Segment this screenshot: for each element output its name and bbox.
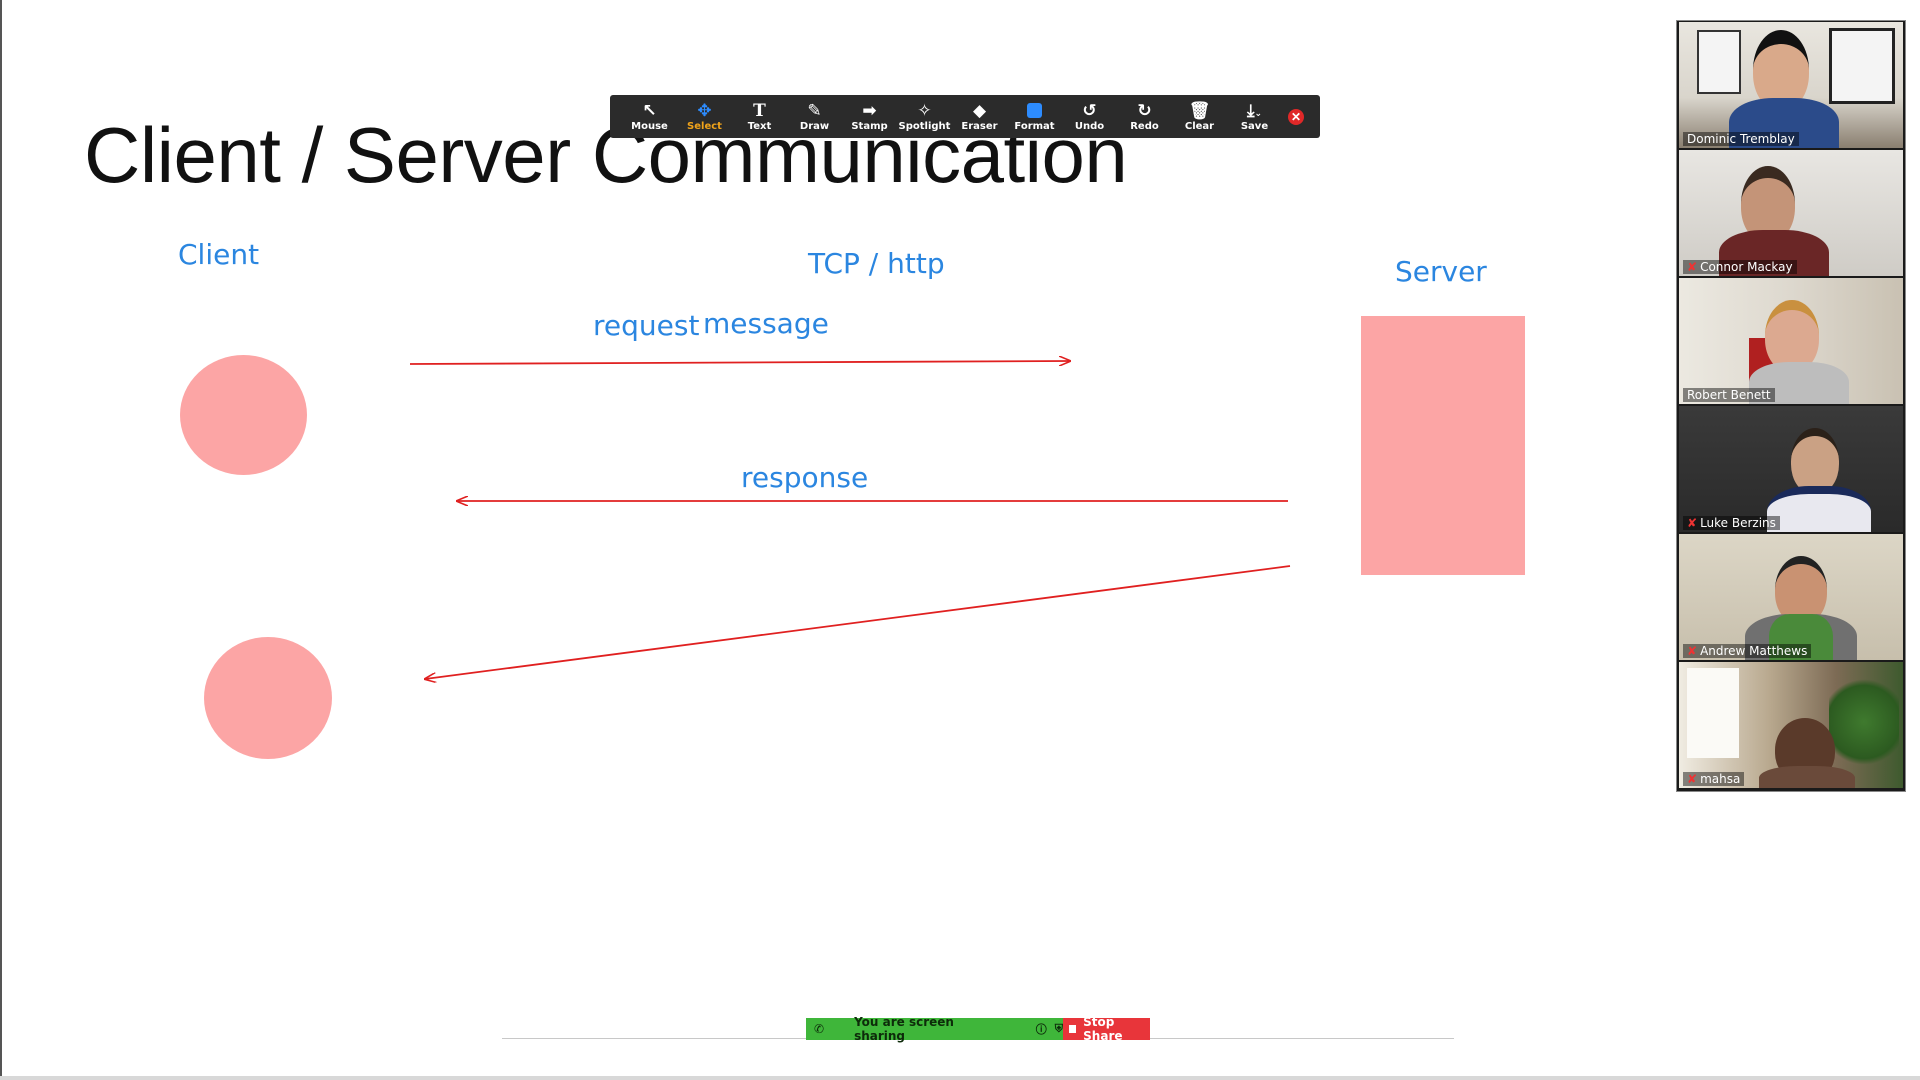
tool-redo[interactable]: ↻ Redo	[1117, 95, 1172, 138]
muted-mic-icon: ✘	[1687, 516, 1698, 530]
undo-icon: ↺	[1082, 101, 1097, 121]
tool-label: Mouse	[631, 121, 668, 132]
stop-share-label: Stop Share	[1083, 1015, 1123, 1043]
request-label: request	[593, 309, 700, 342]
participant-tile[interactable]: ✘Luke Berzins	[1679, 406, 1903, 532]
video-feed	[1679, 662, 1903, 788]
tool-spotlight[interactable]: ✧ Spotlight	[897, 95, 952, 138]
format-swatch-icon	[1027, 103, 1042, 118]
tool-label: Text	[747, 121, 772, 132]
tool-label: Redo	[1130, 121, 1159, 132]
participant-tile[interactable]: Robert Benett	[1679, 278, 1903, 404]
request-arrow	[409, 361, 1070, 364]
close-icon[interactable]: ✕	[1288, 108, 1304, 125]
participant-tile[interactable]: Dominic Tremblay	[1679, 22, 1903, 148]
redo-icon: ↻	[1137, 101, 1152, 121]
tool-save[interactable]: ⤓⌄ Save	[1227, 95, 1282, 138]
second-response-arrow	[425, 565, 1291, 679]
screen-share-bar: ✆ You are screen sharing ⓘ ⛨ Stop Share	[806, 1015, 1150, 1043]
tool-draw[interactable]: ✎ Draw	[787, 95, 842, 138]
window-left-edge	[0, 0, 2, 1080]
protocol-label: TCP / http	[808, 247, 945, 280]
participant-name: ✘Connor Mackay	[1683, 260, 1797, 274]
tool-format[interactable]: Format	[1007, 95, 1062, 138]
shield-icon[interactable]: ⛨	[1054, 1022, 1063, 1035]
eraser-icon: ◆	[972, 101, 987, 121]
muted-mic-icon: ✘	[1687, 772, 1698, 786]
save-icon: ⤓⌄	[1246, 101, 1263, 121]
muted-mic-icon: ✘	[1687, 260, 1698, 274]
video-feed	[1679, 406, 1903, 532]
window-bottom-edge	[0, 1076, 1920, 1080]
share-status-text: You are screen sharing	[854, 1015, 954, 1043]
tool-label: Select	[687, 121, 722, 132]
phone-icon: ✆	[814, 1022, 825, 1036]
response-label: response	[741, 461, 869, 494]
video-feed	[1679, 150, 1903, 276]
video-feed	[1679, 534, 1903, 660]
message-label: message	[703, 307, 829, 340]
client-circle-second	[204, 637, 332, 759]
stop-share-button[interactable]: Stop Share	[1063, 1015, 1150, 1043]
muted-mic-icon: ✘	[1687, 644, 1698, 658]
client-label: Client	[178, 238, 260, 271]
participant-name: ✘Luke Berzins	[1683, 516, 1780, 530]
tool-eraser[interactable]: ◆ Eraser	[952, 95, 1007, 138]
tool-mouse[interactable]: ↖ Mouse	[622, 95, 677, 138]
video-feed	[1679, 22, 1903, 148]
server-label: Server	[1395, 255, 1487, 288]
tool-label: Undo	[1074, 121, 1105, 132]
tool-label: Spotlight	[898, 121, 951, 132]
participant-tile[interactable]: ✘Andrew Matthews	[1679, 534, 1903, 660]
tool-label: Stamp	[851, 121, 888, 132]
annotation-toolbar: ↖ Mouse ✥ Select T Text ✎ Draw ➡ Stamp ✧…	[610, 95, 1320, 138]
pencil-icon: ✎	[807, 101, 822, 121]
tool-label: Eraser	[961, 121, 998, 132]
tool-undo[interactable]: ↺ Undo	[1062, 95, 1117, 138]
client-circle	[180, 355, 307, 475]
participant-tile[interactable]: ✘Connor Mackay	[1679, 150, 1903, 276]
wand-icon: ✧	[917, 101, 932, 121]
participant-tile[interactable]: ✘mahsa	[1679, 662, 1903, 788]
tool-label: Draw	[799, 121, 830, 132]
tool-clear[interactable]: 🗑 Clear	[1172, 95, 1227, 138]
participant-name: Robert Benett	[1683, 388, 1775, 402]
tool-select[interactable]: ✥ Select	[677, 95, 732, 138]
server-rectangle	[1361, 316, 1525, 575]
video-feed	[1679, 278, 1903, 404]
move-icon: ✥	[697, 101, 712, 121]
text-icon: T	[753, 101, 766, 121]
tool-label: Format	[1014, 121, 1055, 132]
info-icon[interactable]: ⓘ	[1035, 1023, 1047, 1036]
tool-label: Save	[1240, 121, 1269, 132]
participant-name: Dominic Tremblay	[1683, 132, 1799, 146]
trash-icon: 🗑	[1188, 101, 1211, 121]
cursor-icon: ↖	[642, 101, 657, 121]
participant-name: ✘mahsa	[1683, 772, 1745, 786]
arrow-stamp-icon: ➡	[862, 101, 877, 121]
tool-text[interactable]: T Text	[732, 95, 787, 138]
tool-stamp[interactable]: ➡ Stamp	[842, 95, 897, 138]
stop-icon	[1069, 1025, 1077, 1033]
video-gallery: Dominic Tremblay ✘Connor Mackay Robert B…	[1676, 20, 1906, 792]
participant-name: ✘Andrew Matthews	[1683, 644, 1812, 658]
tool-label: Clear	[1184, 121, 1215, 132]
share-status: ✆ You are screen sharing ⓘ ⛨	[806, 1015, 1063, 1043]
